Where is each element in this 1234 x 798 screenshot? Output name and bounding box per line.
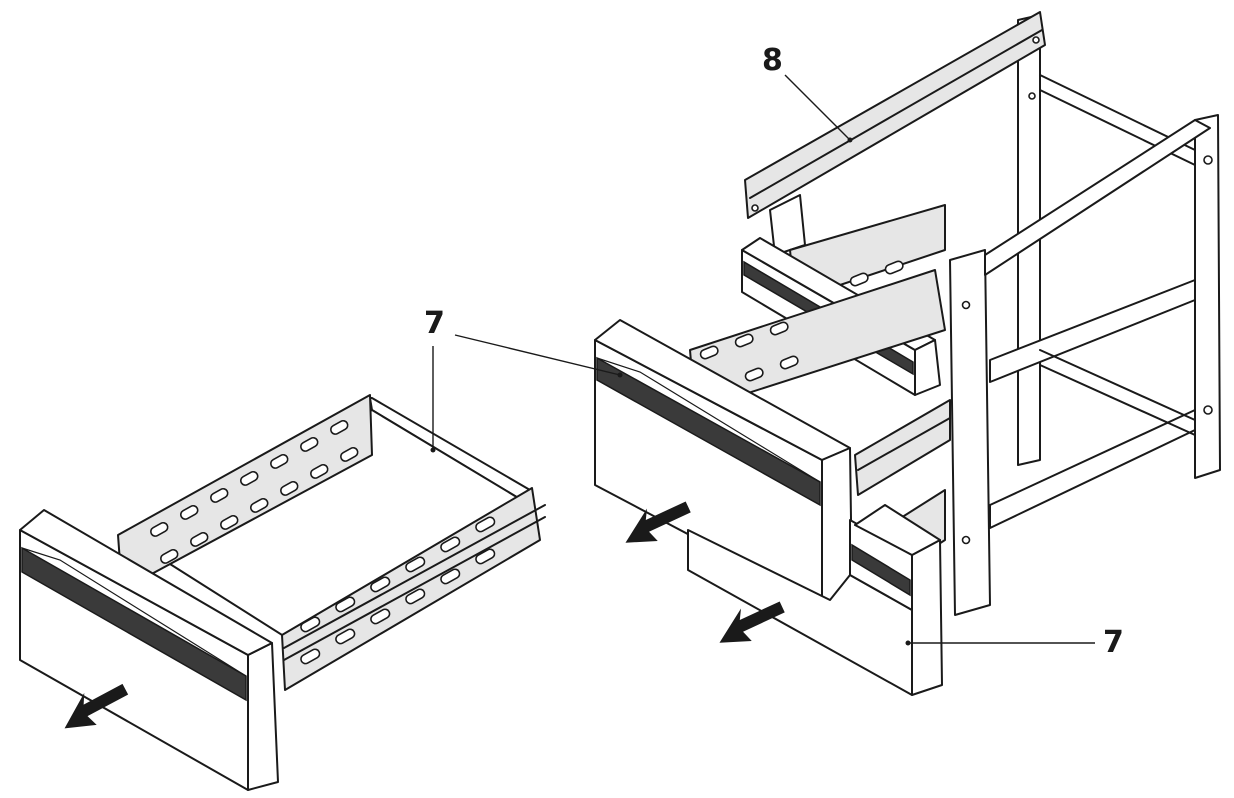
callout-left-drawer: 7 (424, 306, 445, 453)
middle-drawer-runner (854, 399, 951, 496)
lower-brace (989, 409, 1196, 529)
callout-label: 8 (762, 43, 783, 78)
callout-label: 7 (1103, 625, 1124, 660)
front-right-post (949, 249, 991, 616)
middle-drawer-slots (699, 260, 904, 382)
callout-bottom-drawer: 7 (905, 625, 1124, 660)
near-wall-slots (300, 516, 496, 665)
drawer-handle-grip (21, 546, 247, 702)
pull-direction-arrow (64, 683, 129, 729)
pull-direction-arrow (625, 501, 691, 543)
callout-middle-drawer: 7 (424, 306, 623, 378)
callout-label: 7 (424, 306, 445, 341)
upper-brace (984, 119, 1211, 276)
callout-label: 7 (424, 306, 445, 341)
top-rail (744, 11, 1046, 256)
drawer-front-edge (247, 642, 279, 791)
bottom-drawer (687, 489, 946, 696)
cabinet-frame (949, 14, 1221, 616)
drawer-handle-top (19, 509, 273, 656)
rear-right-post (1194, 114, 1221, 479)
pull-direction-arrow (719, 601, 785, 643)
far-wall-slots (150, 419, 359, 564)
left-drawer (19, 394, 546, 791)
callout-top-rail: 8 (762, 43, 853, 143)
middle-brace (989, 279, 1196, 383)
drawer-runner-rail (283, 504, 546, 649)
